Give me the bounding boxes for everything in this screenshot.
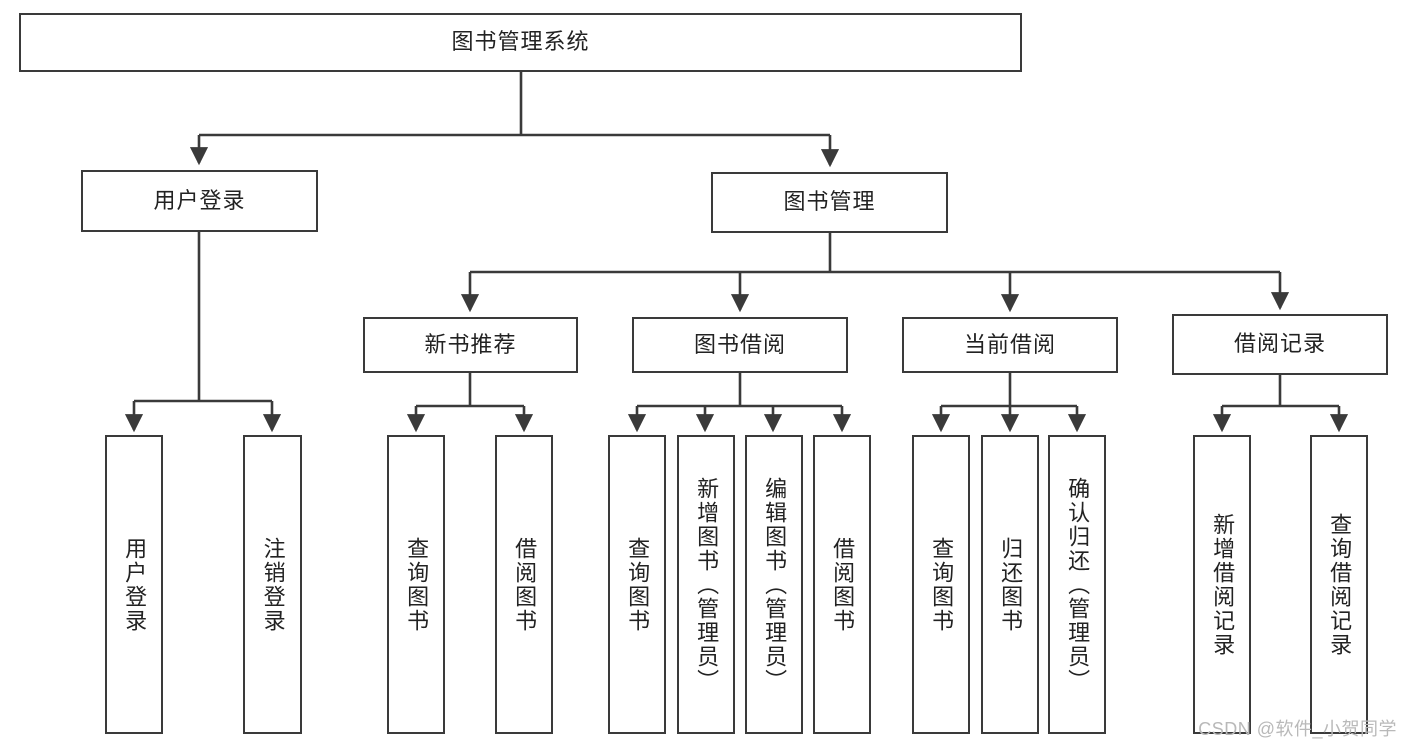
node-leaf-borrow-book-2-label: 借阅图书 (830, 536, 856, 633)
node-new-book-rec[interactable]: 新书推荐 (363, 317, 578, 373)
node-root-label: 图书管理系统 (451, 29, 590, 55)
node-book-manage[interactable]: 图书管理 (711, 172, 948, 233)
node-leaf-query-book-2-label: 查询图书 (625, 536, 651, 633)
node-leaf-logout-label: 注销登录 (260, 536, 286, 633)
node-root[interactable]: 图书管理系统 (19, 13, 1022, 72)
node-leaf-query-record-label: 查询借阅记录 (1327, 512, 1353, 657)
node-leaf-query-book-2[interactable]: 查询图书 (608, 435, 666, 734)
node-leaf-confirm-return[interactable]: 确认归还（管理员） (1048, 435, 1106, 734)
node-leaf-user-login-label: 用户登录 (122, 536, 148, 633)
node-leaf-return-book[interactable]: 归还图书 (981, 435, 1039, 734)
node-leaf-query-book-3[interactable]: 查询图书 (912, 435, 970, 734)
node-leaf-return-book-label: 归还图书 (998, 536, 1024, 633)
node-leaf-user-login[interactable]: 用户登录 (105, 435, 163, 734)
node-user-login-label: 用户登录 (153, 187, 246, 213)
node-leaf-borrow-book-1-label: 借阅图书 (512, 536, 538, 633)
node-book-borrow-label: 图书借阅 (693, 331, 786, 357)
node-leaf-edit-book[interactable]: 编辑图书（管理员） (745, 435, 803, 734)
node-current-borrow-label: 当前借阅 (963, 331, 1056, 357)
node-leaf-query-book-1[interactable]: 查询图书 (387, 435, 445, 734)
node-borrow-record[interactable]: 借阅记录 (1172, 314, 1388, 375)
node-leaf-add-book[interactable]: 新增图书（管理员） (677, 435, 735, 734)
node-leaf-borrow-book-2[interactable]: 借阅图书 (813, 435, 871, 734)
node-user-login[interactable]: 用户登录 (81, 170, 318, 232)
node-borrow-record-label: 借阅记录 (1233, 331, 1326, 357)
node-leaf-add-book-label: 新增图书（管理员） (694, 476, 720, 693)
node-leaf-query-book-1-label: 查询图书 (404, 536, 430, 633)
node-leaf-borrow-book-1[interactable]: 借阅图书 (495, 435, 553, 734)
node-book-borrow[interactable]: 图书借阅 (632, 317, 848, 373)
node-leaf-add-record[interactable]: 新增借阅记录 (1193, 435, 1251, 734)
node-current-borrow[interactable]: 当前借阅 (902, 317, 1118, 373)
node-leaf-query-record[interactable]: 查询借阅记录 (1310, 435, 1368, 734)
node-leaf-logout[interactable]: 注销登录 (243, 435, 302, 734)
node-leaf-add-record-label: 新增借阅记录 (1210, 512, 1236, 657)
node-leaf-edit-book-label: 编辑图书（管理员） (762, 476, 788, 693)
node-leaf-query-book-3-label: 查询图书 (929, 536, 955, 633)
node-new-book-rec-label: 新书推荐 (424, 331, 517, 357)
node-book-manage-label: 图书管理 (783, 189, 876, 215)
csdn-watermark: CSDN @软件_小贺同学 (1198, 719, 1397, 739)
node-leaf-confirm-return-label: 确认归还（管理员） (1065, 476, 1091, 693)
